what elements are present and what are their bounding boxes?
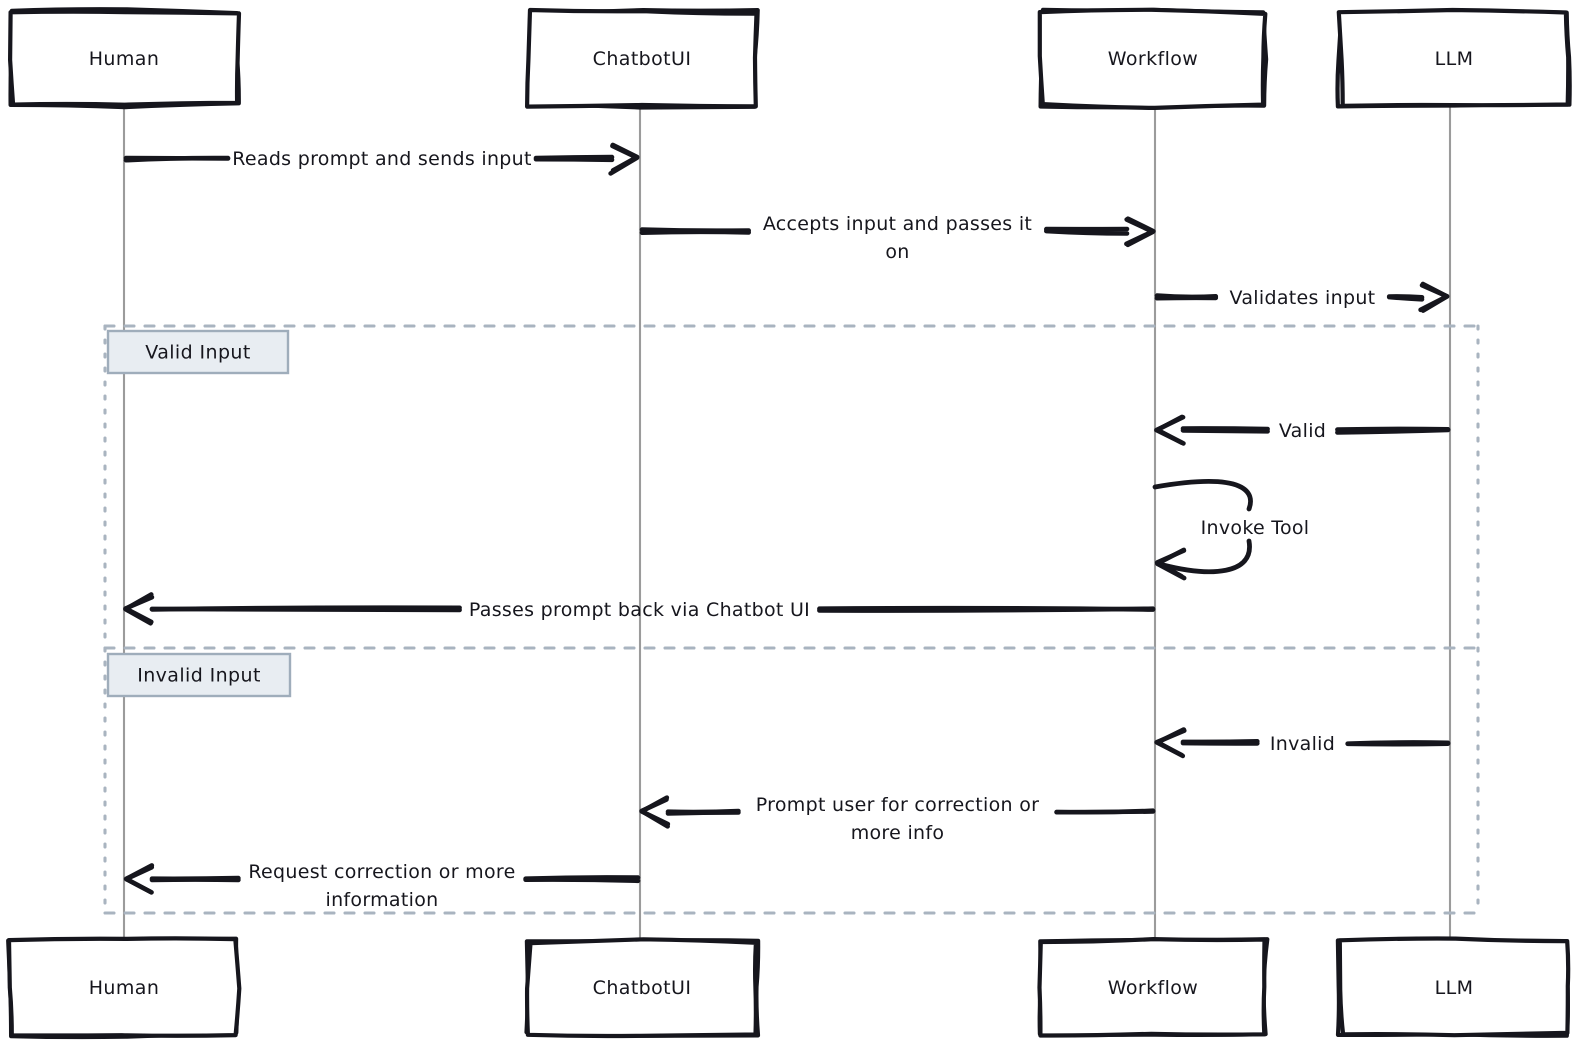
message-m7[interactable]: Invalid <box>1154 727 1451 759</box>
participant-label: ChatbotUI <box>593 977 692 999</box>
message-m5[interactable]: Invoke Tool <box>1152 479 1310 581</box>
alt-tag-invalid: Invalid Input <box>106 652 292 698</box>
message-label: Invoke Tool <box>1201 517 1310 539</box>
message-label: Invalid <box>1270 733 1335 755</box>
message-label: Validates input <box>1230 287 1376 309</box>
lifelines-layer <box>122 105 1452 941</box>
participant-llm-bottom[interactable]: LLM <box>1335 936 1571 1038</box>
participant-workflow-bottom[interactable]: Workflow <box>1037 937 1270 1038</box>
alt-frame <box>103 324 1480 915</box>
participant-human-top[interactable]: Human <box>8 7 242 110</box>
participant-workflow-top[interactable]: Workflow <box>1037 7 1269 110</box>
participant-chatbot-bottom[interactable]: ChatbotUI <box>524 937 761 1039</box>
participant-label: Human <box>89 48 160 70</box>
participant-label: LLM <box>1435 977 1474 999</box>
participant-label: LLM <box>1435 48 1474 70</box>
alt-tag-label: Valid Input <box>145 342 250 364</box>
message-m1[interactable]: Reads prompt and sends input <box>123 142 640 176</box>
message-m3[interactable]: Validates input <box>1154 281 1450 313</box>
participant-label: Workflow <box>1108 48 1198 70</box>
participant-llm-top[interactable]: LLM <box>1335 7 1572 109</box>
participant-human-bottom[interactable]: Human <box>6 936 242 1040</box>
self-loop-path <box>1152 479 1253 575</box>
message-label: Reads prompt and sends input <box>232 148 532 170</box>
participant-label: Workflow <box>1108 977 1198 999</box>
alt-tag-label: Invalid Input <box>137 665 261 687</box>
participant-chatbot-top[interactable]: ChatbotUI <box>525 7 760 110</box>
alt-tag-valid: Valid Input <box>106 329 290 375</box>
message-m6[interactable]: Passes prompt back via Chatbot UI <box>123 592 1156 626</box>
message-label: Valid <box>1279 420 1326 442</box>
participant-label: Human <box>89 977 160 999</box>
alt-blocks-layer <box>103 324 1480 915</box>
alt-tag-box <box>106 329 290 375</box>
message-m4[interactable]: Valid <box>1154 414 1451 446</box>
participant-label: ChatbotUI <box>593 48 692 70</box>
message-label: Passes prompt back via Chatbot UI <box>469 599 810 621</box>
alt-tag-box <box>106 652 292 698</box>
